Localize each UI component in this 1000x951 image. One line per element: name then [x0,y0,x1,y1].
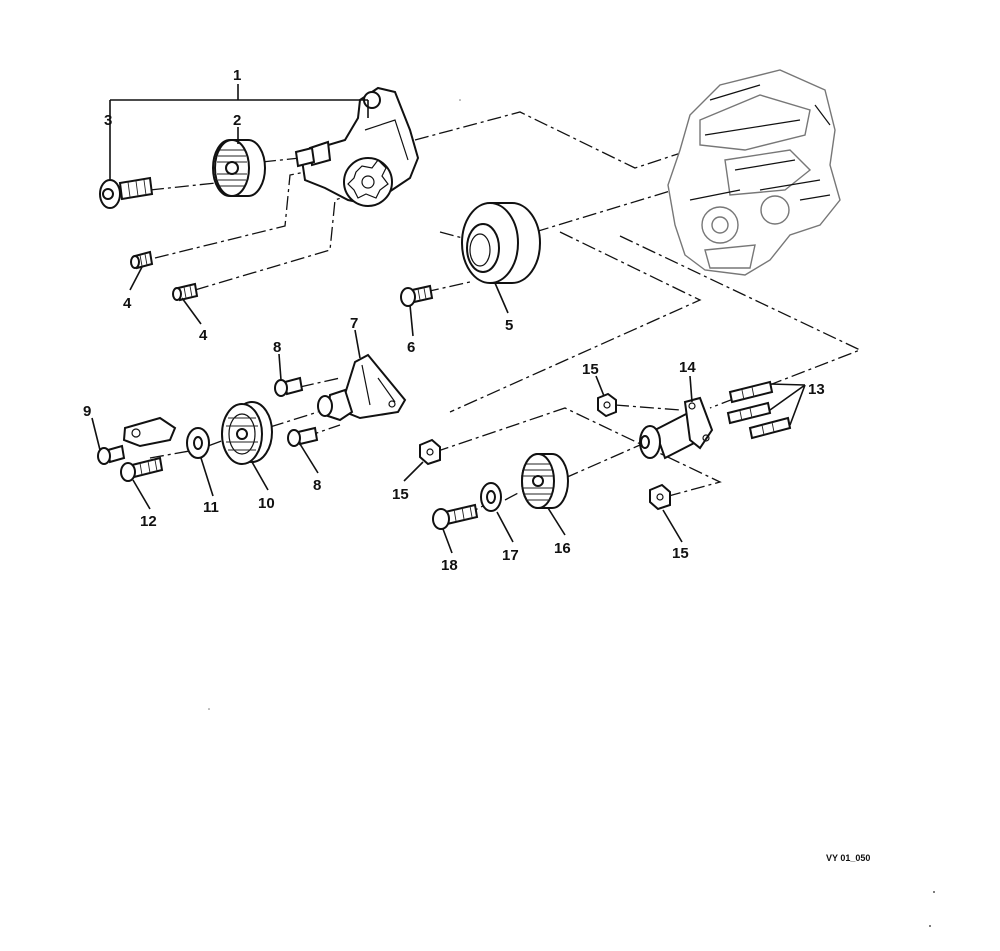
figure-reference: VY 01_050 [826,853,870,863]
pulley-10 [221,401,273,465]
studs-13 [726,380,792,440]
stud-4a [130,250,154,270]
callout-17: 17 [502,547,519,564]
callout-13: 13 [808,381,825,398]
callout-15b: 15 [392,486,409,503]
callout-9: 9 [83,403,91,420]
bolt-18 [432,503,479,530]
callout-10: 10 [258,495,275,512]
callout-1: 1 [233,67,241,84]
bolt-6 [400,284,434,307]
stud-4b [172,282,199,302]
plate [122,416,177,448]
support-14 [639,396,714,460]
nut-15b [419,438,441,466]
callout-7: 7 [350,315,358,332]
callout-15c: 15 [672,545,689,562]
nut-15c [649,483,671,511]
idler-pulley-16 [521,453,569,509]
callout-4b: 4 [199,327,208,344]
callout-14: 14 [679,359,696,376]
tensioner-assembly [294,86,420,207]
scan-specks [208,99,935,927]
crank-pulley-5 [461,202,541,284]
bolt-8b [287,426,319,447]
idler-pulley-2 [212,139,266,197]
callout-5: 5 [505,317,513,334]
bolt-9 [97,444,126,465]
washer-17 [480,482,502,512]
callout-8b: 8 [313,477,321,494]
nut-15a [597,392,617,418]
callout-4a: 4 [123,295,132,312]
callout-11: 11 [203,499,219,516]
callout-16: 16 [554,540,571,557]
bolt-3 [99,176,154,209]
washer-11 [186,427,210,459]
callout-labels: 1 2 3 4 4 5 6 7 8 8 9 10 11 12 13 14 15 … [83,67,825,574]
bolt-8a [274,376,304,397]
bolt-12 [120,456,164,482]
callout-3: 3 [104,112,112,129]
engine-block [667,69,841,276]
callout-12: 12 [140,513,157,530]
bracket-7 [317,353,407,422]
callout-15a: 15 [582,361,599,378]
leader-lines [91,84,806,554]
callout-8a: 8 [273,339,281,356]
callout-6: 6 [407,339,415,356]
callout-2: 2 [233,112,241,129]
callout-18: 18 [441,557,458,574]
